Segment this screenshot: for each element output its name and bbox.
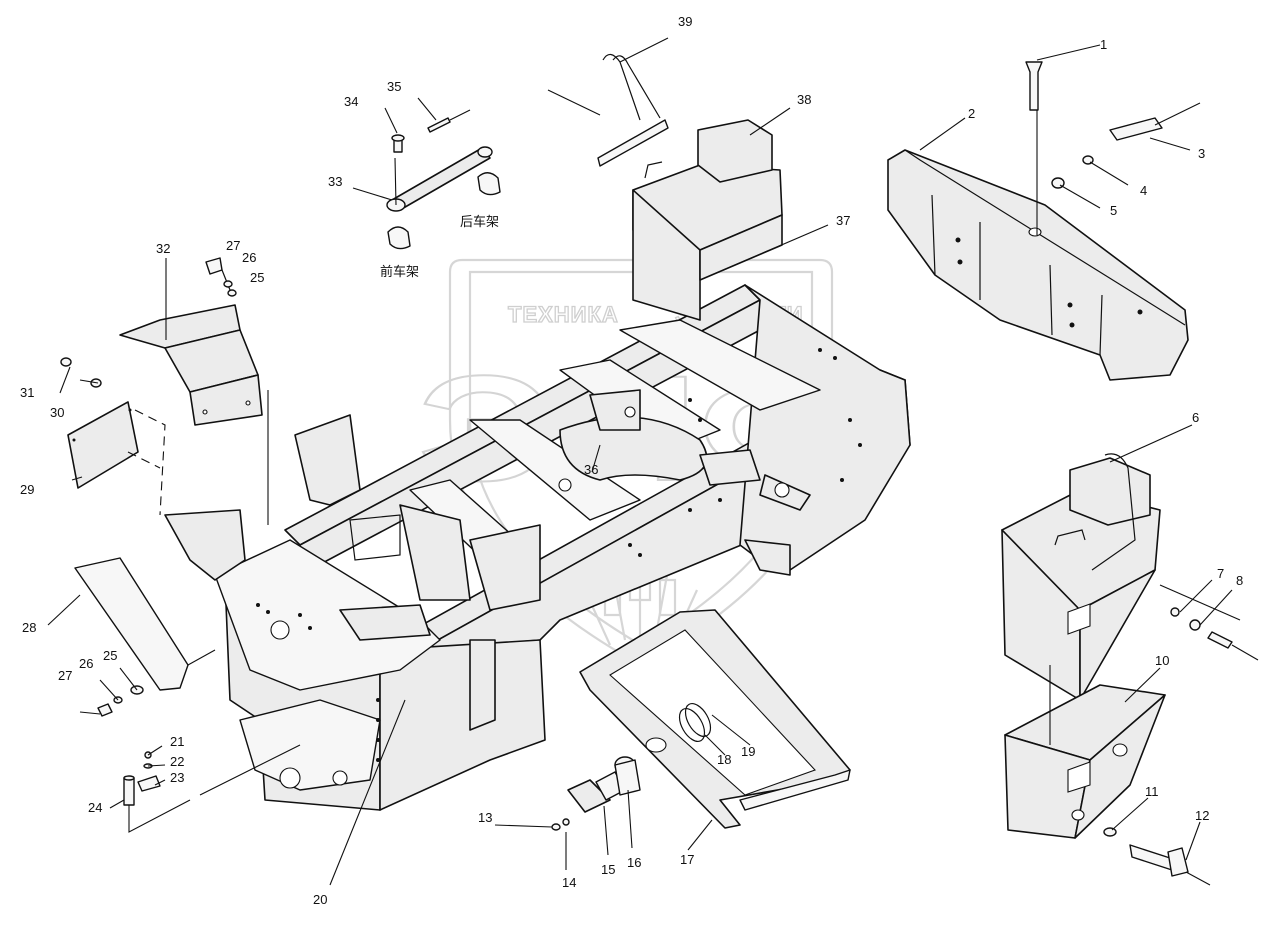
- cover-plate-part-29: [60, 357, 139, 489]
- bolt-set-25-27-lower: [97, 685, 144, 717]
- pin-set-21-24: [123, 751, 161, 806]
- callout-19: 19: [741, 744, 755, 759]
- bracket-part-32: [119, 304, 263, 426]
- box-part-38: [632, 119, 783, 321]
- callout-20: 20: [313, 892, 327, 907]
- main-frame-part-20: [164, 284, 911, 811]
- callout-14: 14: [562, 875, 576, 890]
- pin-part-34-35: [391, 117, 451, 153]
- bolt-part-11-12: [1103, 827, 1189, 877]
- callout-numbers: 1 2 3 4 5 6 7 8 10 11 12 13 14 15 16 17 …: [20, 14, 1243, 907]
- callout-35: 35: [387, 79, 401, 94]
- callout-26-lower: 26: [79, 656, 93, 671]
- callout-4: 4: [1140, 183, 1147, 198]
- callout-7: 7: [1217, 566, 1224, 581]
- callout-16: 16: [627, 855, 641, 870]
- callout-38: 38: [797, 92, 811, 107]
- callout-6: 6: [1192, 410, 1199, 425]
- callout-8: 8: [1236, 573, 1243, 588]
- callout-2: 2: [968, 106, 975, 121]
- bolt-set-25-27-top: [205, 257, 237, 297]
- callout-29: 29: [20, 482, 34, 497]
- bracket-part-39: [597, 53, 669, 167]
- callout-17: 17: [680, 852, 694, 867]
- bolt-part-7-8: [1170, 607, 1233, 649]
- callout-11: 11: [1145, 784, 1159, 799]
- callout-33: 33: [328, 174, 342, 189]
- callout-21: 21: [170, 734, 184, 749]
- box-part-6: [1001, 453, 1161, 701]
- callout-26: 26: [242, 250, 256, 265]
- callout-32: 32: [156, 241, 170, 256]
- callout-39: 39: [678, 14, 692, 29]
- frame-part-17: [579, 609, 851, 829]
- callout-27: 27: [226, 238, 240, 253]
- rings-part-18-19: [678, 703, 712, 742]
- callout-5: 5: [1110, 203, 1117, 218]
- watermark-word-left: ТЕХНИКА: [508, 302, 619, 327]
- callout-24: 24: [88, 800, 102, 815]
- callout-15: 15: [601, 862, 615, 877]
- callout-34: 34: [344, 94, 358, 109]
- link-rod-part-33: [386, 146, 501, 250]
- callout-3: 3: [1198, 146, 1205, 161]
- leader-lines: [47, 37, 1259, 886]
- callout-31: 31: [20, 385, 34, 400]
- callout-22: 22: [170, 754, 184, 769]
- callout-10: 10: [1155, 653, 1169, 668]
- bolt-part-1-3-5: [1025, 61, 1163, 189]
- callout-12: 12: [1195, 808, 1209, 823]
- callout-37: 37: [836, 213, 850, 228]
- callout-18: 18: [717, 752, 731, 767]
- callout-1: 1: [1100, 37, 1107, 52]
- callout-36: 36: [584, 462, 598, 477]
- plate-part-28: [74, 557, 189, 691]
- counterweight-part-2: [887, 149, 1189, 381]
- callout-25-lower: 25: [103, 648, 117, 663]
- label-rear-frame: 后车架: [460, 214, 499, 230]
- box-part-10: [1004, 684, 1166, 839]
- callout-13: 13: [478, 810, 492, 825]
- callout-23: 23: [170, 770, 184, 785]
- callout-27-lower: 27: [58, 668, 72, 683]
- bushing-set-13-16: [551, 756, 641, 831]
- callout-30: 30: [50, 405, 64, 420]
- label-front-frame: 前车架: [380, 264, 419, 280]
- callout-25: 25: [250, 270, 264, 285]
- callout-28: 28: [22, 620, 36, 635]
